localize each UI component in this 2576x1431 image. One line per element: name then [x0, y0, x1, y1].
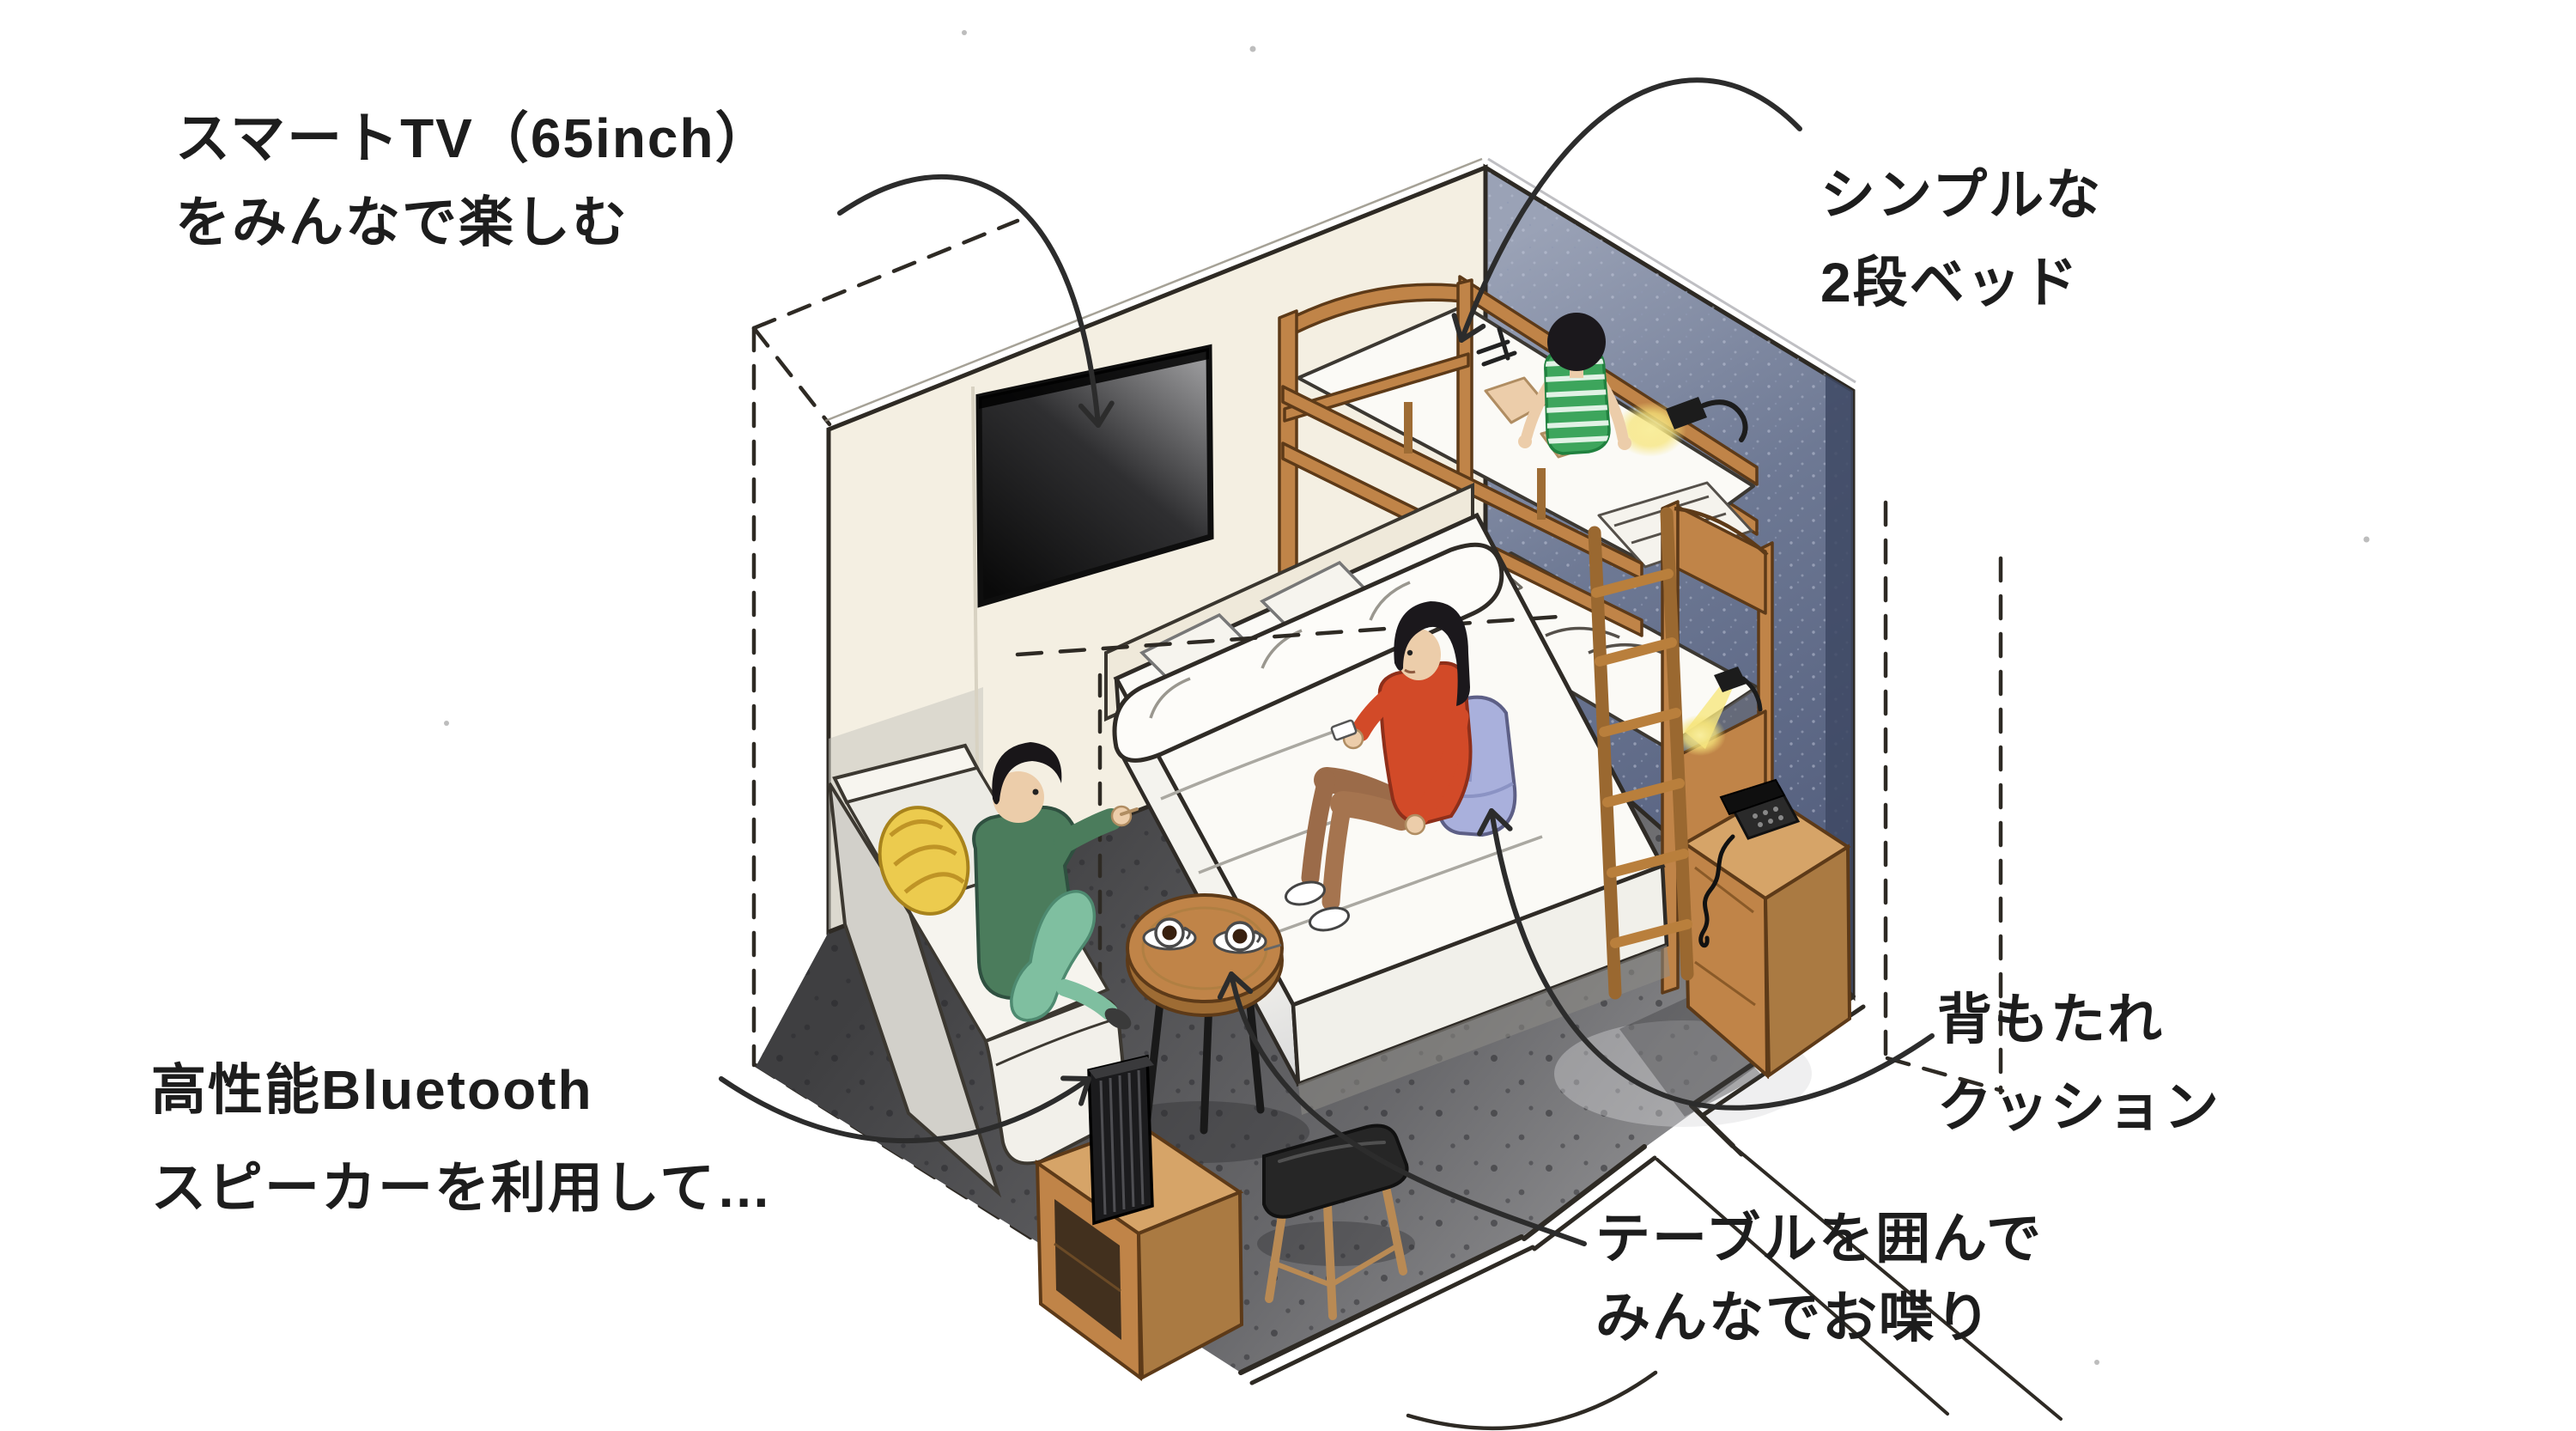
leader-arrow-cushion [1477, 808, 1935, 1111]
annotation-backrest-cushion-line1: 背もたれ [1937, 989, 2164, 1050]
annotation-backrest-cushion: 背もたれ クッション [1937, 976, 2221, 1151]
leader-arrow-speaker [719, 1075, 1091, 1144]
child-top-bunk [1476, 313, 1631, 459]
bluetooth-speaker [1087, 1054, 1154, 1226]
telephone [1698, 778, 1801, 948]
annotation-bunk-bed: シンプルな 2段ベッド [1820, 151, 2102, 326]
phone-cord [1698, 834, 1735, 948]
annotation-backrest-cushion-line2: クッション [1937, 1076, 2221, 1138]
stool [1257, 1123, 1415, 1320]
leader-arrows [719, 77, 1935, 1246]
coffee-cup [1212, 921, 1282, 954]
duvet-roll [1112, 542, 1504, 763]
reading-light-bottom [1674, 667, 1763, 756]
nightstand [1619, 778, 1852, 1117]
bunk-ladder [1588, 507, 1694, 1000]
cabinet-shelf [1054, 1199, 1121, 1340]
stool-seat [1262, 1123, 1409, 1219]
annotation-smart-tv-line2: をみんなで楽しむ [175, 192, 629, 253]
sneaker [1308, 906, 1351, 932]
annotation-smart-tv: スマートTV（65inch） をみんなで楽しむ [175, 96, 772, 265]
coffee-cup [1142, 917, 1197, 951]
annotation-bluetooth-speaker-line1: 高性能Bluetooth [151, 1059, 593, 1121]
sneaker [1284, 880, 1327, 906]
annotation-smart-tv-line1: スマートTV（65inch） [175, 107, 772, 169]
stray-marks [444, 30, 2370, 1365]
leader-arrow-bunk [1451, 77, 1802, 343]
wall-panel-joint [971, 386, 980, 838]
reading-light-top [1614, 397, 1748, 457]
man-hair [992, 742, 1062, 805]
woman-hair [1394, 601, 1470, 706]
sketch-game-device [1476, 326, 1517, 367]
annotation-bluetooth-speaker: 高性能Bluetooth スピーカーを利用して… [151, 1041, 773, 1237]
leader-arrow-table [1217, 971, 1587, 1246]
annotation-round-table-line2: みんなでお喋り [1595, 1287, 1992, 1349]
annotation-round-table: テーブルを囲んで みんなでお喋り [1595, 1199, 2043, 1357]
door-swing-arc [1406, 1370, 1658, 1431]
leader-arrow-tv [837, 174, 1115, 428]
person-on-sofa [972, 742, 1139, 1030]
annotation-bluetooth-speaker-line2: スピーカーを利用して… [151, 1157, 774, 1219]
yellow-cushion [878, 806, 970, 916]
cutaway-outline-right [1883, 500, 2005, 1095]
person-on-bed [1284, 601, 1473, 932]
annotation-bunk-bed-line2: 2段ベッド [1820, 252, 2080, 314]
handset [1719, 778, 1786, 816]
annotation-round-table-line1: テーブルを囲んで [1595, 1208, 2043, 1270]
phone-in-hand [1330, 719, 1358, 741]
child-head [1547, 313, 1606, 371]
speaker-grille [1099, 1069, 1145, 1215]
annotation-bunk-bed-line1: シンプルな [1820, 164, 2103, 226]
speaker-cabinet [1033, 1054, 1244, 1382]
